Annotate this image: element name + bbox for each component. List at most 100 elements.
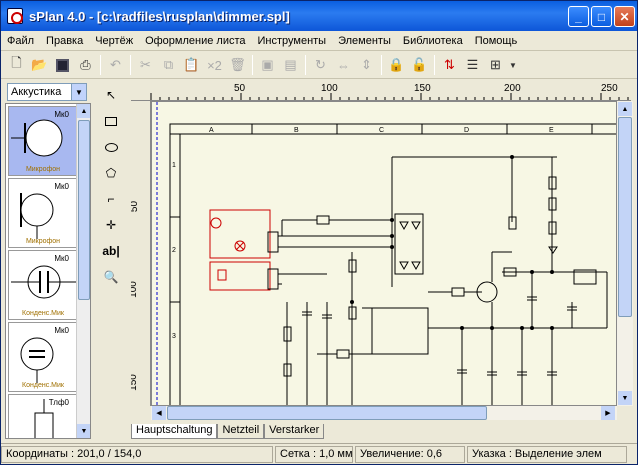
zoom-tool[interactable]: 🔍 xyxy=(99,265,123,289)
magnifier-icon: 🔍 xyxy=(103,270,119,284)
ellipse-tool[interactable] xyxy=(99,135,123,159)
scroll-up-button[interactable]: ▲ xyxy=(618,102,632,116)
scroll-down-button[interactable]: ▼ xyxy=(618,391,632,405)
line-tool[interactable]: ⌐ xyxy=(99,187,123,211)
menu-sheet-layout[interactable]: Оформление листа xyxy=(145,34,246,47)
sheet-tab-hauptschaltung[interactable]: Hauptschaltung xyxy=(131,424,218,439)
rotate-button[interactable]: ↻ xyxy=(309,54,332,77)
library-item[interactable]: Мк0 Микрофон xyxy=(8,106,78,176)
frame-row-label: 1 xyxy=(172,162,176,169)
sheet-tab-verstarker[interactable]: Verstarker xyxy=(264,424,325,439)
toolbar-separator xyxy=(434,55,435,75)
frame-column-label: E xyxy=(549,127,554,134)
menu-help[interactable]: Помощь xyxy=(474,34,518,47)
schematic-drawing: A B C D E 1 2 3 xyxy=(156,102,616,405)
mirror-h-button[interactable]: ⇔ xyxy=(332,54,355,77)
connect-button[interactable]: ⇅ xyxy=(438,54,461,77)
parts-list-button[interactable]: ☰ xyxy=(461,54,484,77)
text-tool[interactable]: ab| xyxy=(99,239,123,263)
canvas-vertical-scrollbar[interactable]: ▲ ▼ xyxy=(617,101,633,406)
menu-tools[interactable]: Инструменты xyxy=(257,34,327,47)
library-item-tag: Мк0 xyxy=(54,326,69,335)
menu-file[interactable]: Файл xyxy=(7,34,35,47)
save-button[interactable] xyxy=(51,54,74,77)
new-file-button[interactable]: 🗋 xyxy=(5,54,28,77)
library-dropdown-button[interactable]: ▼ xyxy=(71,84,86,100)
library-item-tag: Тлф0 xyxy=(48,398,69,407)
scroll-left-button[interactable]: ◀ xyxy=(152,406,166,420)
undo-button[interactable]: ↶ xyxy=(104,54,127,77)
menu-bar: Файл Правка Чертёж Оформление листа Инст… xyxy=(1,31,637,51)
library-scroll-thumb[interactable] xyxy=(78,120,90,300)
paste-button[interactable]: 📋 xyxy=(180,54,203,77)
library-item[interactable]: Мк0 Микрофон xyxy=(8,178,78,248)
library-select[interactable]: Аккустика ▼ xyxy=(7,83,87,101)
grid-dropdown-button[interactable]: ▼ xyxy=(507,54,519,77)
send-back-button[interactable]: ▤ xyxy=(279,54,302,77)
vertical-scroll-thumb[interactable] xyxy=(618,117,632,317)
lock-button[interactable]: 🔒 xyxy=(385,54,408,77)
library-item[interactable]: Тлф0 xyxy=(8,394,78,438)
sheet-tab-netzteil[interactable]: Netzteil xyxy=(217,424,265,439)
send-back-icon: ▤ xyxy=(284,57,297,72)
bring-front-icon: ▣ xyxy=(261,57,274,72)
printer-icon: ⎙ xyxy=(80,57,91,72)
maximize-icon: □ xyxy=(597,9,606,24)
lock-icon: 🔒 xyxy=(388,57,405,72)
unlock-button[interactable]: 🔓 xyxy=(408,54,431,77)
pointer-tool[interactable]: ↖ xyxy=(99,83,123,107)
frame-column-dividers xyxy=(170,124,593,303)
minimize-icon: _ xyxy=(575,9,582,24)
trash-icon: 🗑 xyxy=(229,57,246,72)
bring-front-button[interactable]: ▣ xyxy=(256,54,279,77)
menu-edit[interactable]: Правка xyxy=(46,34,84,47)
save-icon xyxy=(56,58,69,72)
mains-input-red xyxy=(209,209,271,291)
folder-open-icon: 📂 xyxy=(31,57,48,72)
menu-drawing[interactable]: Чертёж xyxy=(95,34,134,47)
mirror-horizontal-icon: ⇔ xyxy=(337,57,350,73)
scroll-right-button[interactable]: ▶ xyxy=(601,406,615,420)
status-zoom: Увеличение: 0,6 xyxy=(355,445,465,463)
app-icon[interactable] xyxy=(7,8,23,24)
polygon-tool[interactable]: ⬠ xyxy=(99,161,123,185)
rotate-icon: ↻ xyxy=(315,57,326,72)
open-button[interactable]: 📂 xyxy=(28,54,51,77)
mirror-v-button[interactable]: ⇕ xyxy=(355,54,378,77)
ruler-label: 200 xyxy=(504,83,521,94)
delete-button[interactable]: 🗑 xyxy=(226,54,249,77)
scroll-down-button[interactable]: ▼ xyxy=(77,424,90,438)
sheet-tabs: Hauptschaltung Netzteil Verstarker xyxy=(131,423,631,439)
library-item-name: Конденс.Мик xyxy=(22,310,64,317)
library-item-tag: Мк0 xyxy=(54,182,69,191)
duplicate-button[interactable]: ×2 xyxy=(203,54,226,77)
close-button[interactable]: ✕ xyxy=(614,6,635,27)
library-item[interactable]: Мк0 Конденс.Мик xyxy=(8,322,78,392)
print-button[interactable]: ⎙ xyxy=(74,54,97,77)
status-coordinates: Координаты : 201,0 / 154,0 xyxy=(1,445,273,463)
copy-button[interactable]: ⧉ xyxy=(157,54,180,77)
rectangle-tool[interactable] xyxy=(99,109,123,133)
cut-button[interactable]: ✂ xyxy=(134,54,157,77)
connection-icon: ⇅ xyxy=(444,57,455,72)
junction-tool[interactable]: ✛ xyxy=(99,213,123,237)
maximize-button[interactable]: □ xyxy=(591,6,612,27)
condenser-mic-symbol-icon xyxy=(11,265,77,299)
library-item[interactable]: Мк0 Конденс.Мик xyxy=(8,250,78,320)
canvas-horizontal-scrollbar[interactable]: ◀ ▶ xyxy=(151,406,617,420)
toolbar-separator xyxy=(252,55,253,75)
library-panel: Мк0 Микрофон Мк0 Микрофон Мк0 Конденс.Ми… xyxy=(5,103,91,439)
menu-library[interactable]: Библиотека xyxy=(402,34,463,47)
minimize-button[interactable]: _ xyxy=(568,6,589,27)
grid-button[interactable]: ⊞ xyxy=(484,54,507,77)
frame-row-label: 2 xyxy=(172,247,176,254)
horizontal-scroll-thumb[interactable] xyxy=(167,406,487,420)
frame-row-label: 3 xyxy=(172,333,176,340)
polygon-icon: ⬠ xyxy=(105,166,117,180)
drawing-canvas[interactable]: A B C D E 1 2 3 xyxy=(151,101,617,406)
menu-elements[interactable]: Элементы xyxy=(338,34,391,47)
scroll-up-button[interactable]: ▲ xyxy=(77,104,90,118)
library-scrollbar[interactable]: ▲ ▼ xyxy=(76,104,90,438)
library-item-name: Конденс.Мик xyxy=(22,382,64,389)
title-bar[interactable]: sPlan 4.0 - [c:\radfiles\rusplan\dimmer.… xyxy=(1,1,637,31)
